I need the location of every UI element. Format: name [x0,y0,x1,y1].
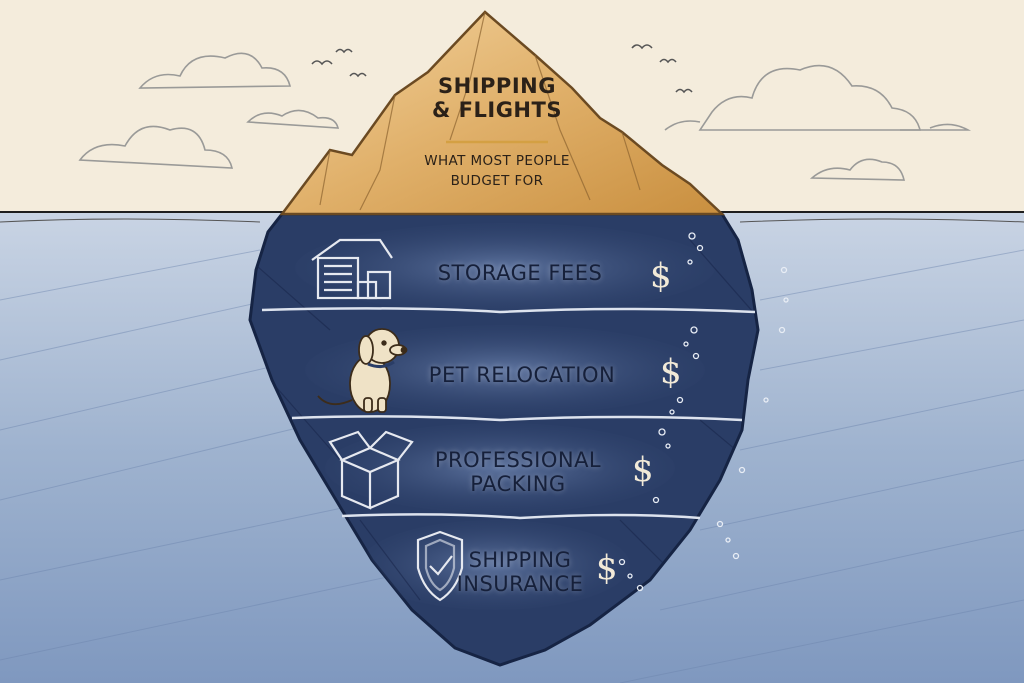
tip-subtitle: What most people budget for [392,152,602,191]
layer-label-line2: packing [470,472,566,497]
layer-label-line1: Pet relocation [428,363,616,387]
layer-label-storage-fees: Storage fees [410,261,630,285]
tip-subtitle-line2: budget for [450,172,544,189]
layer-label-pet-relocation: Pet relocation [412,363,632,387]
layer-label-line1: Professional [434,448,602,472]
layer-label-shipping-insurance: Shipping insurance [440,548,600,596]
cost-dollar-packing: $ [632,450,654,490]
tip-title-line1: Shipping [438,74,556,98]
iceberg-tip [279,10,726,216]
tip-title: Shipping & Flights [392,74,602,122]
cost-dollar-insurance: $ [596,548,618,588]
cost-dollar-storage: $ [650,256,672,296]
water-hatching [0,249,1024,683]
bubbles [618,232,789,592]
layer-label-line1: Storage fees [437,261,603,285]
dog-icon [317,328,408,413]
tip-subtitle-line1: What most people [424,153,570,169]
layer-label-line1: Shipping [468,548,572,572]
cost-dollar-pet: $ [660,352,682,392]
layer-label-line2: insurance [456,572,584,597]
storage-garage-icon [311,238,393,300]
tip-title-line2: & Flights [432,98,562,123]
clouds [78,52,972,181]
layer-label-professional-packing: Professional packing [408,448,628,496]
birds [311,44,693,94]
layer-dividers [261,307,756,520]
open-box-icon [328,430,414,510]
shield-check-icon [416,530,464,602]
